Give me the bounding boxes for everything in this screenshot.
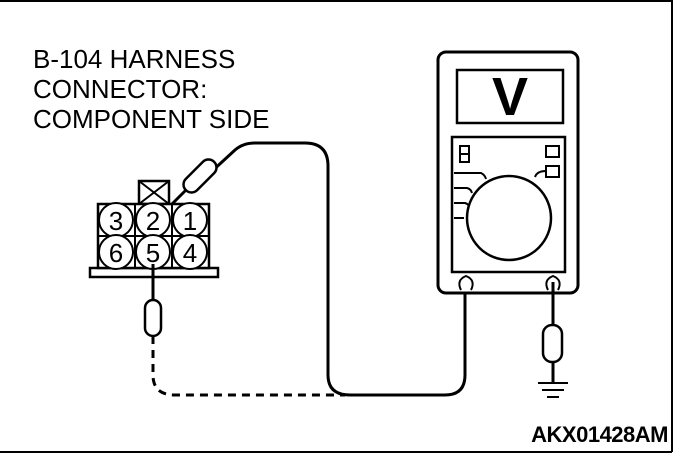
ground-probe: [541, 282, 564, 382]
pin-6-label: 6: [109, 238, 123, 268]
harness-connector: 3 2 1 6 5 4: [88, 179, 220, 279]
pin-1-label: 1: [183, 206, 197, 236]
pin-5-label: 5: [146, 238, 160, 268]
meter-display-value: V: [492, 67, 528, 127]
pin-3-label: 3: [109, 206, 123, 236]
ground-icon: [538, 382, 568, 398]
pin-4-label: 4: [183, 238, 197, 268]
selector-dial: [465, 174, 553, 262]
probe-lead-wire: [208, 141, 467, 397]
test-probe-top: [166, 158, 218, 210]
pin-2-label: 2: [146, 206, 160, 236]
multimeter: V: [436, 50, 580, 295]
connector-caption: B-104 HARNESS CONNECTOR: COMPONENT SIDE: [33, 44, 269, 134]
test-probe-bottom: [143, 264, 345, 397]
caption-line-2: CONNECTOR:: [33, 74, 208, 104]
caption-line-3: COMPONENT SIDE: [33, 104, 270, 134]
figure-code: AKX01428AM: [531, 422, 668, 447]
caption-line-1: B-104 HARNESS: [33, 44, 236, 74]
meter-display: [455, 68, 565, 125]
